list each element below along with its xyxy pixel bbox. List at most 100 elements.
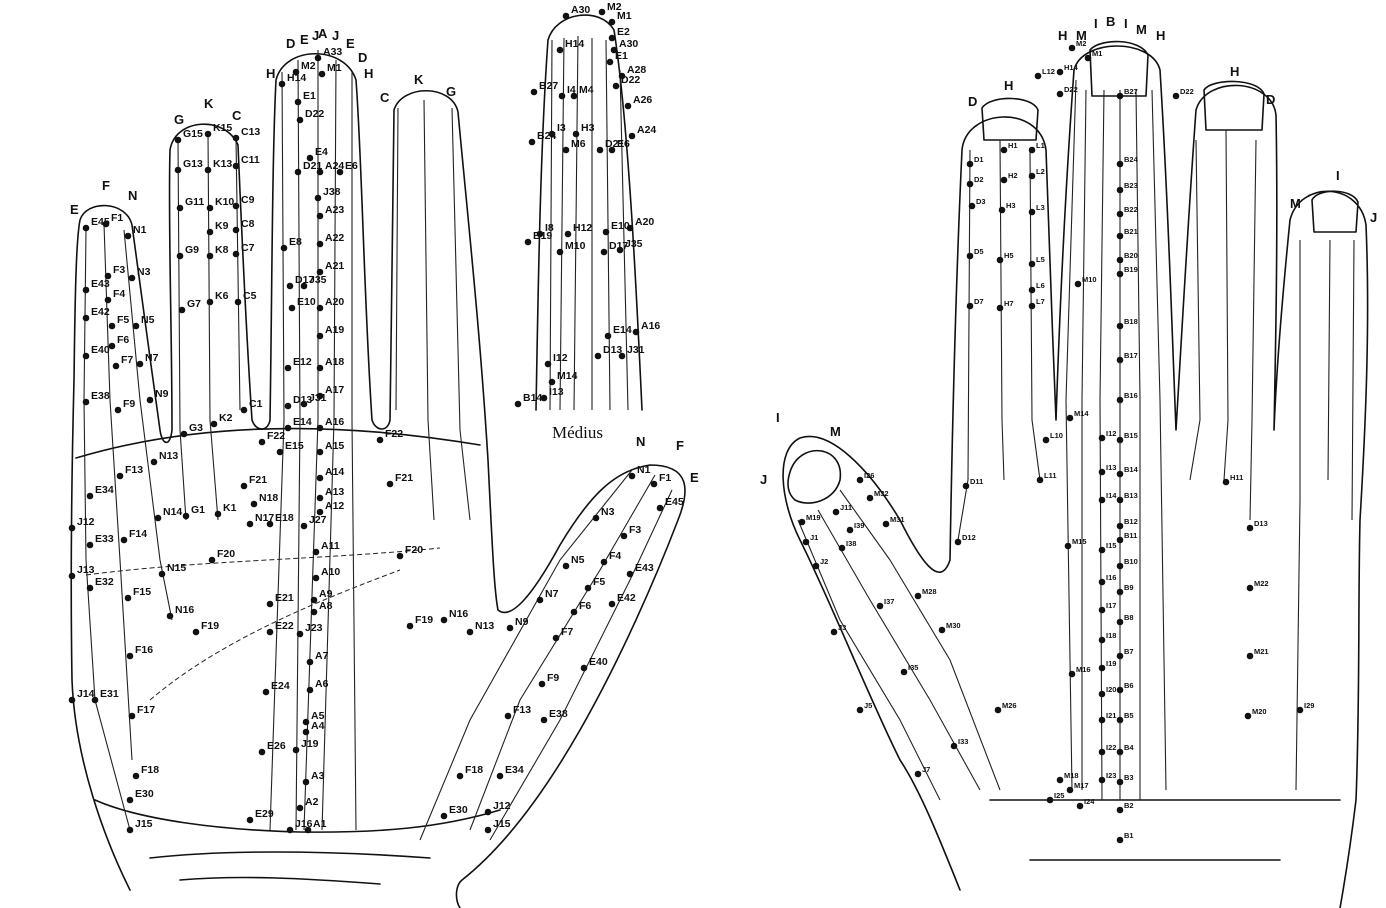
palm-hand-label-n3: N3	[601, 506, 615, 518]
palm-hand-point-a1	[304, 826, 312, 834]
back-hand-point-i18	[1098, 636, 1106, 644]
palm-hand-meridian-letter-f: F	[102, 178, 110, 193]
back-hand-label-i14: I14	[1106, 491, 1117, 500]
back-hand-point-l12	[1034, 72, 1042, 80]
inset-point-b14	[514, 400, 522, 408]
palm-hand-point-j12	[68, 524, 76, 532]
palm-hand-label-a24: A24	[325, 160, 344, 172]
palm-hand-label-j19: J19	[301, 738, 319, 750]
palm-hand-point-f19	[192, 628, 200, 636]
back-hand-label-i29: I29	[1304, 701, 1314, 710]
inset-label-m4: M4	[579, 84, 594, 96]
back-hand-point-h11	[1222, 478, 1230, 486]
middle-finger-inset	[535, 14, 643, 411]
back-hand-label-b5: B5	[1124, 711, 1134, 720]
inset-label-d17: D17	[609, 240, 628, 252]
inset-point-b24	[528, 138, 536, 146]
palm-hand-point-c1	[240, 406, 248, 414]
palm-hand-point-a23	[316, 212, 324, 220]
palm-hand-point-n3	[592, 514, 600, 522]
palm-hand-point-d17	[286, 282, 294, 290]
palm-hand-point-a17	[316, 392, 324, 400]
inset-point-m1	[608, 18, 616, 26]
back-hand-label-m19: M19	[806, 513, 821, 522]
palm-hand-meridian-letter-h: H	[364, 66, 373, 81]
back-hand-label-l10: L10	[1050, 431, 1063, 440]
back-hand-point-b19	[1116, 270, 1124, 278]
palm-hand-point-d13	[284, 402, 292, 410]
back-hand-point-d22	[1172, 92, 1180, 100]
palm-hand-label-n13: N13	[475, 620, 494, 632]
palm-hand-point-h14	[278, 80, 286, 88]
palm-hand-label-e43: E43	[91, 278, 110, 290]
back-hand-label-i21: I21	[1106, 711, 1116, 720]
palm-hand-point-f6	[108, 342, 116, 350]
back-hand-point-j11	[832, 508, 840, 516]
palm-hand-meridian-letter-n: N	[636, 434, 645, 449]
inset-finger-outline	[535, 14, 643, 411]
back-hand-point-m32	[866, 494, 874, 502]
back-hand-meridian-letter-m: M	[830, 424, 841, 439]
palm-hand-label-e45: E45	[665, 496, 684, 508]
inset-label-h3: H3	[581, 122, 595, 134]
palm-hand-label-f20: F20	[217, 548, 235, 560]
palm-hand-point-e45	[656, 504, 664, 512]
palm-hand-point-a2	[296, 804, 304, 812]
back-hand-label-j2: J2	[820, 557, 828, 566]
palm-hand-finger-base-arc	[75, 427, 481, 459]
back-hand-label-l5: L5	[1036, 255, 1045, 264]
palm-hand-label-a6: A6	[315, 678, 329, 690]
back-hand-label-m28: M28	[922, 587, 937, 596]
palm-hand-point-f13	[504, 712, 512, 720]
back-hand-label-h2: H2	[1008, 171, 1018, 180]
palm-hand-point-k6	[206, 298, 214, 306]
palm-hand-point-a10	[312, 574, 320, 582]
palm-hand-label-c5: C5	[243, 290, 257, 302]
palm-hand-point-a21	[316, 268, 324, 276]
back-hand-point-h2	[1000, 176, 1008, 184]
inset-point-e10	[602, 228, 610, 236]
palm-hand-label-e21: E21	[275, 592, 294, 604]
back-hand-point-i37	[876, 602, 884, 610]
back-hand-point-i35	[900, 668, 908, 676]
palm-hand-label-e22: E22	[275, 620, 294, 632]
palm-hand-label-f6: F6	[579, 600, 591, 612]
back-hand-point-b22	[1116, 210, 1124, 218]
back-hand-label-b9: B9	[1124, 583, 1134, 592]
palm-hand-point-k1	[214, 510, 222, 518]
inset-label-d13: D13	[603, 344, 622, 356]
inset-label-b27: B27	[539, 80, 558, 92]
palm-hand-point-k9	[206, 228, 214, 236]
back-hand-label-j5: J5	[864, 701, 872, 710]
inset-point-d21	[596, 146, 604, 154]
inset-point-j35	[616, 246, 624, 254]
back-hand-label-i19: I19	[1106, 659, 1116, 668]
palm-hand-point-j14	[68, 696, 76, 704]
palm-hand-point-n17	[246, 520, 254, 528]
back-hand-point-i12	[1098, 434, 1106, 442]
palm-hand-label-k10: K10	[215, 196, 234, 208]
palm-hand-label-c11: C11	[241, 154, 260, 166]
palm-hand-label-a17: A17	[325, 384, 344, 396]
palm-hand-label-f19: F19	[415, 614, 433, 626]
inset-point-h12	[564, 230, 572, 238]
palm-hand-label-g9: G9	[185, 244, 199, 256]
back-hand	[782, 40, 1369, 908]
back-hand-label-i20: I20	[1106, 685, 1116, 694]
inset-label-i12: I12	[553, 352, 568, 364]
palm-hand-label-f5: F5	[117, 314, 129, 326]
palm-hand-label-n1: N1	[133, 224, 147, 236]
palm-hand-point-g9	[176, 252, 184, 260]
inset-point-d17	[600, 248, 608, 256]
back-hand-meridian-letter-b: B	[1106, 14, 1115, 29]
palm-hand-point-e40	[82, 352, 90, 360]
back-hand-label-i23: I23	[1106, 771, 1116, 780]
back-hand-label-m14: M14	[1074, 409, 1089, 418]
back-hand-point-b27	[1116, 92, 1124, 100]
back-hand-label-b17: B17	[1124, 351, 1138, 360]
inset-label-e1: E1	[615, 50, 628, 62]
palm-hand-meridian-letter-d: D	[358, 50, 367, 65]
inset-point-a30	[610, 46, 618, 54]
back-hand-little-nail	[1311, 190, 1359, 233]
back-hand-label-j7: J7	[922, 765, 930, 774]
